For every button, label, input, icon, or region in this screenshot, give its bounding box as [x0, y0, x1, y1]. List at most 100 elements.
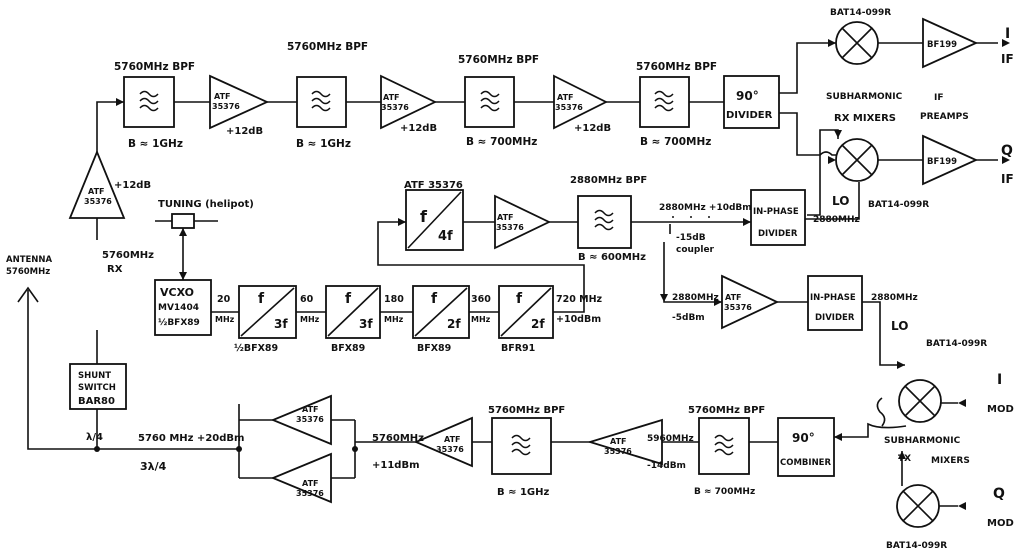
- atf-part: 35376: [604, 447, 632, 456]
- switch-l3: BAR80: [78, 396, 115, 407]
- tx-lo-level: -5dBm: [672, 313, 705, 323]
- m5-f: f: [420, 207, 428, 226]
- rx-amp-2: [380, 74, 438, 130]
- tx-lo-out: 2880MHz: [871, 293, 918, 303]
- atf-part: 35376: [296, 489, 324, 498]
- atf-label: ATF: [214, 92, 231, 101]
- atf-part: 35376: [436, 445, 464, 454]
- wires: [17, 42, 998, 507]
- tx-bpf-2: [491, 417, 552, 475]
- tuning-label: TUNING (helipot): [158, 199, 254, 210]
- tx-mixers-l2: TX: [898, 454, 911, 464]
- vcxo-l3: ½BFX89: [158, 317, 200, 328]
- rx-amp-1: [209, 74, 270, 130]
- switch-l2: SWITCH: [78, 383, 116, 393]
- ipd-rx-l1: IN-PHASE: [753, 207, 799, 217]
- mult-3: [412, 285, 470, 339]
- freq-5-level: +10dBm: [556, 314, 601, 325]
- freq-3-unit: MHz: [384, 315, 404, 324]
- tr-1: ½BFX89: [234, 343, 278, 354]
- tx-amp-1: [586, 418, 663, 466]
- freq-4: 360: [471, 294, 491, 305]
- if-amp-q: [922, 134, 979, 186]
- bpf-label-1: 5760MHz BPF: [114, 61, 195, 73]
- bf199-i: BF199: [927, 40, 957, 50]
- rx-bpf-2: [296, 76, 347, 128]
- ipd-tx-l2: DIVIDER: [815, 313, 855, 323]
- out-q-if: IF: [1001, 172, 1014, 186]
- bpf-label-3: 5760MHz BPF: [458, 54, 539, 66]
- m1-n: 3f: [274, 317, 288, 331]
- m3-n: 2f: [447, 317, 461, 331]
- mod-i-label: MOD: [987, 404, 1014, 415]
- bw-3: B ≈ 700MHz: [466, 136, 537, 148]
- tx-bpf-label-1: 5760MHz BPF: [688, 405, 765, 416]
- freq-2-unit: MHz: [300, 315, 320, 324]
- rx-freq: 5760MHz: [102, 250, 154, 261]
- atf-label: ATF: [497, 213, 514, 222]
- m2-n: 3f: [359, 317, 373, 331]
- atf-part: 35376: [296, 415, 324, 424]
- inphase-divider-rx: [750, 189, 806, 246]
- mult-x4: [405, 189, 464, 251]
- freq-1: 20: [217, 294, 231, 305]
- lo-tx: LO: [891, 319, 908, 333]
- tx-drv-freq: 5760MHz: [372, 433, 424, 444]
- arrows: [28, 39, 1010, 510]
- freq-3: 180: [384, 294, 404, 305]
- freq-5: 720 MHz: [556, 294, 603, 305]
- rx-label: RX: [107, 264, 123, 275]
- shunt-switch: [69, 363, 127, 410]
- atf-top-label: ATF 35376: [404, 180, 463, 191]
- freq-4-unit: MHz: [471, 315, 491, 324]
- tx-mixers-l3: MIXERS: [931, 456, 970, 466]
- tx-bpf-1: [698, 417, 750, 475]
- if-amp-i: [922, 17, 979, 69]
- atf-label: ATF: [302, 405, 319, 414]
- atf-label: ATF: [383, 93, 400, 102]
- inphase-divider-tx: [807, 275, 863, 331]
- divider-90: [723, 75, 780, 129]
- lambda-3-4: 3λ/4: [140, 460, 167, 473]
- if-preamps-l2: PREAMPS: [920, 112, 969, 122]
- gain-1: +12dB: [226, 126, 263, 137]
- bat-tx-q: BAT14-099R: [886, 541, 947, 551]
- bat-tx-i: BAT14-099R: [926, 339, 987, 349]
- bpf-label-2: 5760MHz BPF: [287, 41, 368, 53]
- mod-q: Q: [993, 486, 1005, 502]
- tx-mixers-l1: SUBHARMONIC: [884, 436, 961, 446]
- tx-amp-2: [413, 416, 473, 468]
- lo-amp: [494, 194, 552, 250]
- bf199-q: BF199: [927, 157, 957, 167]
- antenna-l1: ANTENNA: [6, 255, 53, 265]
- atf-label: ATF: [725, 293, 742, 302]
- lambda-4: λ/4: [86, 432, 103, 443]
- m3-f: f: [431, 291, 438, 307]
- atf-part: 35376: [212, 102, 240, 111]
- bat-top: BAT14-099R: [830, 8, 891, 18]
- bpf-label-4: 5760MHz BPF: [636, 61, 717, 73]
- tx-pa-1: [270, 394, 332, 446]
- out-i: I: [1005, 26, 1010, 42]
- atf-part: 35376: [84, 197, 112, 206]
- coupler-l2: coupler: [676, 245, 715, 255]
- m4-f: f: [516, 291, 523, 307]
- rx-bpf-4: [639, 76, 690, 128]
- atf-part: 35376: [555, 103, 583, 112]
- tr-2: BFX89: [331, 343, 365, 354]
- bw-2: B ≈ 1GHz: [296, 138, 351, 150]
- bpf-2880: [577, 195, 632, 249]
- m2-f: f: [345, 291, 352, 307]
- tx-lo-amp: [721, 274, 780, 330]
- tx-drv-level: +11dBm: [372, 460, 420, 471]
- atf-part: 35376: [496, 223, 524, 232]
- atf-label: ATF: [302, 479, 319, 488]
- bw-1: B ≈ 1GHz: [128, 138, 183, 150]
- gain-3: +12dB: [574, 123, 611, 134]
- bpf2880-bw: B ≈ 600MHz: [578, 252, 646, 263]
- combiner-90: [777, 417, 835, 477]
- bw-4: B ≈ 700MHz: [640, 136, 711, 148]
- tuning-pot: [155, 213, 218, 229]
